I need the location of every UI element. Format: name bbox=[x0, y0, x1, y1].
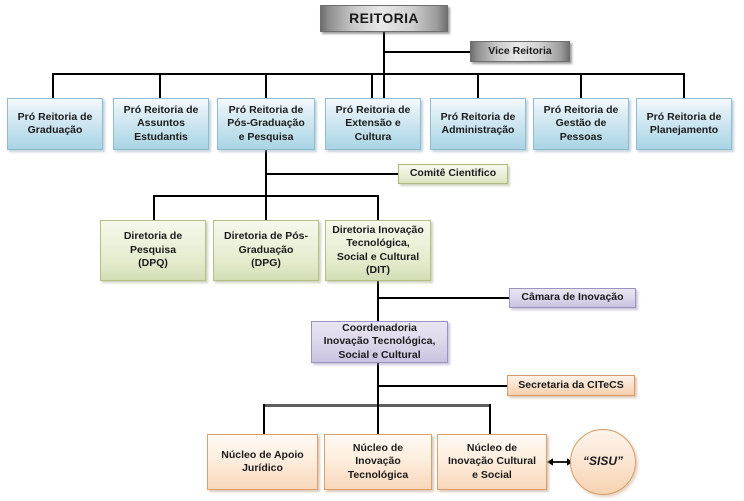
connector-coordenadoria-to-secretaria bbox=[377, 385, 508, 387]
connector-reitoria-to-vice bbox=[383, 51, 471, 53]
connector-stem-planejamento bbox=[683, 73, 685, 98]
connector-stem-nucleo-tecnologica bbox=[377, 404, 379, 444]
node-secretaria-citecs[interactable]: Secretaria da CITeCS bbox=[507, 375, 635, 396]
connector-dit-to-camara bbox=[377, 297, 510, 299]
connector-stem-dpg bbox=[265, 195, 267, 220]
node-reitoria[interactable]: REITORIA bbox=[320, 5, 448, 32]
node-vice-reitoria[interactable]: Vice Reitoria bbox=[470, 41, 570, 62]
node-diretoria-pos-graduacao-label: Diretoria de Pós-Graduação(DPG) bbox=[223, 230, 309, 270]
connector-stem-assuntos bbox=[159, 73, 161, 98]
node-reitoria-label: REITORIA bbox=[349, 9, 419, 26]
node-secretaria-citecs-label: Secretaria da CITeCS bbox=[518, 378, 624, 391]
connector-stem-posgraduacao bbox=[265, 73, 267, 98]
connector-coordenadoria-down bbox=[377, 362, 379, 444]
node-comite-cientifico-label: Comitê Cientifico bbox=[409, 167, 497, 180]
connector-posgrad-down bbox=[265, 150, 267, 220]
connector-proreitoria-bus bbox=[52, 73, 684, 75]
node-camara-inovacao[interactable]: Câmara de Inovação bbox=[509, 288, 636, 308]
node-diretoria-pos-graduacao[interactable]: Diretoria de Pós-Graduação(DPG) bbox=[213, 220, 319, 281]
connector-stem-administracao bbox=[477, 73, 479, 98]
connector-stem-graduacao bbox=[52, 73, 54, 98]
connector-stem-dit bbox=[377, 195, 379, 220]
connector-stem-nucleo-cultural bbox=[489, 404, 491, 444]
node-vice-reitoria-label: Vice Reitoria bbox=[488, 44, 552, 57]
node-camara-inovacao-label: Câmara de Inovação bbox=[521, 291, 624, 304]
connector-reitoria-stem bbox=[383, 32, 385, 98]
connector-stem-nucleo-juridico bbox=[263, 404, 265, 444]
node-comite-cientifico[interactable]: Comitê Cientifico bbox=[398, 164, 508, 184]
connector-stem-extensao bbox=[371, 73, 373, 98]
connector-dit-down bbox=[377, 281, 379, 321]
node-sisu[interactable]: “SISU” bbox=[570, 429, 636, 495]
node-sisu-label: “SISU” bbox=[582, 454, 623, 469]
connector-posgrad-to-comite bbox=[265, 173, 399, 175]
connector-stem-dpq bbox=[153, 195, 155, 220]
connector-stem-gestao bbox=[580, 73, 582, 98]
